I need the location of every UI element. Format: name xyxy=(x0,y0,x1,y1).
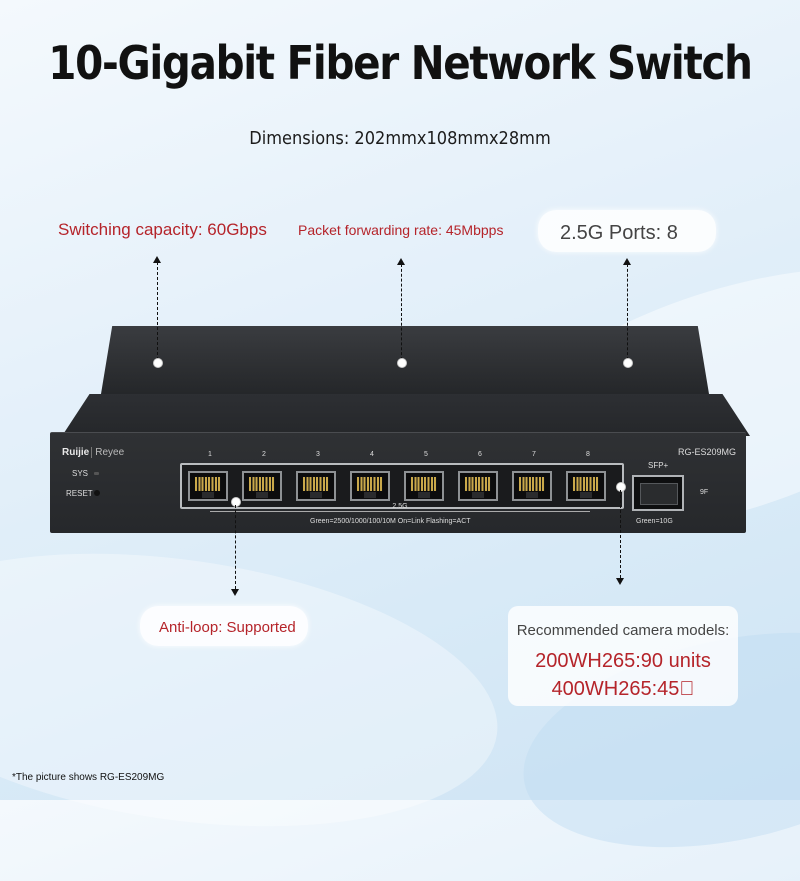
rj45-port xyxy=(350,471,390,501)
camera-models-label: Recommended camera models: xyxy=(516,622,730,639)
sys-led-label: SYS xyxy=(72,469,89,478)
reset-label: RESET xyxy=(66,489,93,498)
switch-top-bevel xyxy=(62,394,750,436)
bank-speed-label: 2.5G xyxy=(392,503,408,510)
port-number: 4 xyxy=(370,451,374,458)
leader-line xyxy=(235,505,236,589)
port-number: 3 xyxy=(316,451,320,458)
arrow-down-icon xyxy=(616,578,624,585)
anti-loop-callout: Anti-loop: Supported xyxy=(159,619,296,636)
rj45-port xyxy=(512,471,552,501)
leader-line xyxy=(157,262,158,360)
rj45-port xyxy=(404,471,444,501)
anchor-dot xyxy=(231,497,241,507)
sfp-port-label: 9F xyxy=(700,489,709,496)
anti-loop-callout-pill xyxy=(140,606,308,646)
port-number: 1 xyxy=(208,451,212,458)
arrow-up-icon xyxy=(153,256,161,263)
arrow-down-icon xyxy=(231,589,239,596)
sfp-port xyxy=(632,475,684,511)
rj45-port-bank xyxy=(180,463,624,509)
switching-capacity-callout: Switching capacity: 60Gbps xyxy=(58,220,267,239)
led-legend: Green=2500/1000/100/10M On=Link Flashing… xyxy=(310,518,471,525)
packet-forwarding-callout: Packet forwarding rate: 45Mbpps xyxy=(298,222,504,238)
leader-line xyxy=(620,490,621,578)
arrow-up-icon xyxy=(397,258,405,265)
anchor-dot xyxy=(153,358,163,368)
sys-led xyxy=(94,472,99,475)
rj45-port xyxy=(188,471,228,501)
camera-models-line-1: 200WH265:90 units xyxy=(535,650,711,672)
ports-callout: 2.5G Ports: 8 xyxy=(560,222,678,244)
camera-models-box: Recommended camera models: 200WH265:90 u… xyxy=(508,606,738,706)
port-number: 6 xyxy=(478,451,482,458)
reset-button xyxy=(94,490,100,496)
port-number: 5 xyxy=(424,451,428,458)
rj45-port xyxy=(296,471,336,501)
model-label: RG-ES209MG xyxy=(677,447,736,457)
page-title: 10-Gigabit Fiber Network Switch xyxy=(48,36,753,90)
background-wave xyxy=(0,516,515,864)
rj45-port xyxy=(242,471,282,501)
rj45-port xyxy=(458,471,498,501)
anchor-dot xyxy=(616,482,626,492)
dimensions-subtitle: Dimensions: 202mmx108mmx28mm xyxy=(249,128,551,149)
camera-models-line-2: 400WH265:45  xyxy=(551,678,695,700)
rj45-port xyxy=(566,471,606,501)
leader-line xyxy=(401,264,402,360)
sfp-legend: Green=10G xyxy=(636,518,673,525)
arrow-up-icon xyxy=(623,258,631,265)
anchor-dot xyxy=(397,358,407,368)
anchor-dot xyxy=(623,358,633,368)
footnote: *The picture shows RG-ES209MG xyxy=(12,772,165,783)
port-bank-bracket xyxy=(210,511,590,512)
sfp-label: SFP+ xyxy=(648,461,669,470)
ports-callout-pill xyxy=(538,210,716,252)
leader-line xyxy=(627,264,628,360)
port-number: 2 xyxy=(262,451,266,458)
port-number: 8 xyxy=(586,451,590,458)
port-number: 7 xyxy=(532,451,536,458)
